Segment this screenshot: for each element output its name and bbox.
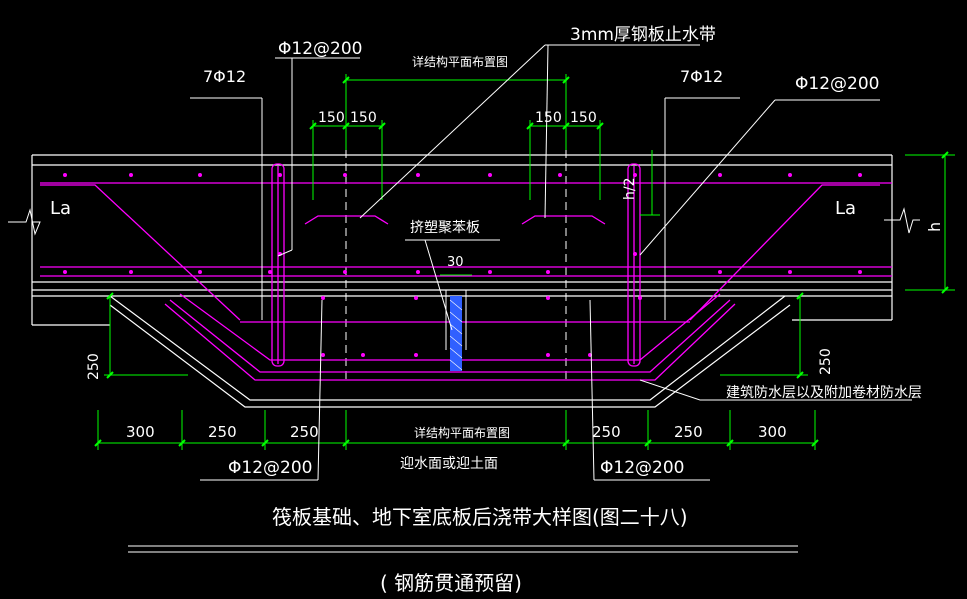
- la-left-label: La: [50, 198, 71, 219]
- see-plan-bottom-label: 详结构平面布置图: [414, 425, 510, 440]
- rebar-group: [40, 163, 892, 381]
- h-half-label: h/2: [622, 178, 638, 201]
- slab-outline: [31, 154, 893, 408]
- drawing-subtitle: ( 钢筋贯通预留): [380, 571, 522, 595]
- dim-bottom-6: 300: [758, 423, 787, 441]
- dim-250-right-vertical: 250: [818, 348, 834, 375]
- h-label: h: [925, 222, 944, 232]
- dim-150-a: 150: [318, 110, 345, 126]
- water-face-label: 迎水面或迎土面: [400, 456, 498, 472]
- dim-250-left-vertical: 250: [86, 353, 102, 380]
- leader-lines: [128, 44, 912, 553]
- dim-150-c: 150: [535, 110, 562, 126]
- dim-bottom-1: 300: [126, 423, 155, 441]
- rebar-bottom-right-label: Φ12@200: [600, 458, 684, 478]
- dim-150-b: 150: [350, 110, 377, 126]
- dim-150-d: 150: [570, 110, 597, 126]
- la-right-label: La: [835, 198, 856, 219]
- dim-bottom-4: 250: [592, 423, 621, 441]
- dim-bottom-2: 250: [208, 423, 237, 441]
- annotation-texts: 3mm厚钢板止水带 Φ12@200 7Φ12 7Φ12 Φ12@200 详结构平…: [50, 25, 944, 595]
- waterproof-label: 建筑防水层以及附加卷材防水层: [726, 385, 922, 401]
- break-lines: [8, 207, 920, 236]
- rebar-bottom-left-label: Φ12@200: [228, 458, 312, 478]
- see-plan-top-label: 详结构平面布置图: [412, 54, 508, 69]
- rebar-7-left-label: 7Φ12: [203, 67, 246, 86]
- rebar-7-right-label: 7Φ12: [680, 67, 723, 86]
- gap-30-label: 30: [447, 255, 464, 270]
- foam-board: [445, 290, 467, 371]
- dim-bottom-5: 250: [674, 423, 703, 441]
- dim-bottom-3: 250: [290, 423, 319, 441]
- drawing-title: 筏板基础、地下室底板后浇带大样图(图二十八): [272, 505, 688, 529]
- dimension-ticks: [94, 76, 949, 447]
- rebar-top-right-label: Φ12@200: [795, 74, 879, 94]
- foam-board-label: 挤塑聚苯板: [410, 219, 480, 236]
- rebar-top-left-label: Φ12@200: [278, 39, 362, 59]
- waterstop-label: 3mm厚钢板止水带: [570, 25, 716, 45]
